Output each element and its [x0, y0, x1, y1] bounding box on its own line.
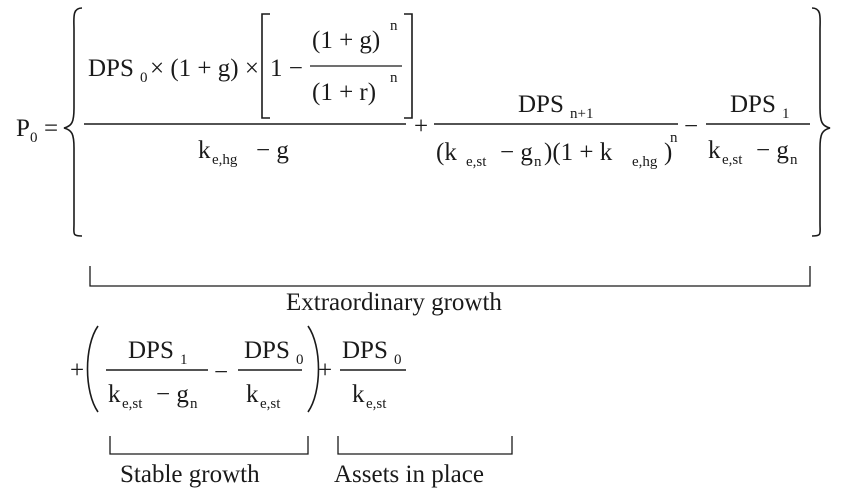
term3-den-k-sub: e,st — [722, 152, 743, 168]
term2-den-exp: n — [670, 130, 678, 146]
label-stable-growth: Stable growth — [120, 461, 260, 488]
stable-num1-sub: 1 — [180, 352, 188, 368]
term3-den-rest: − g — [756, 137, 789, 164]
term2-den-close: )(1 + k — [544, 139, 613, 166]
stable-minus: − — [214, 359, 228, 386]
term2-den-open: (k — [436, 139, 457, 166]
lhs-p: P — [16, 115, 30, 142]
stable-den1-rest: − g — [156, 381, 189, 408]
left-square-bracket — [261, 13, 270, 119]
stable-underbracket — [109, 436, 309, 455]
term3-num-sub: 1 — [782, 106, 790, 122]
right-square-bracket — [404, 13, 413, 119]
term1-den-rest: − g — [256, 137, 289, 164]
stable-den2-sub: e,st — [260, 396, 281, 412]
left-paren — [86, 325, 99, 413]
assets-den-k: k — [352, 381, 365, 408]
stable-den1-k: k — [108, 381, 121, 408]
label-extraordinary-growth: Extraordinary growth — [286, 289, 502, 316]
term1-growth-factor: × (1 + g) × — [150, 55, 259, 82]
term1-dps-sub: 0 — [140, 70, 148, 86]
right-paren — [307, 325, 320, 413]
stable-num2-sub: 0 — [296, 352, 304, 368]
plus-sign-3: + — [318, 357, 332, 384]
lhs-p-sub: 0 — [30, 130, 38, 146]
minus-sign-1: − — [684, 113, 698, 140]
extraordinary-underbracket — [89, 266, 811, 287]
stable-num1: DPS — [128, 337, 174, 364]
inner-den: (1 + r) — [312, 79, 376, 106]
assets-num-sub: 0 — [394, 352, 402, 368]
term3-num: DPS — [730, 91, 776, 118]
stable-den1-g-sub: n — [190, 396, 198, 412]
plus-sign-1: + — [414, 113, 428, 140]
term1-den-k: k — [198, 137, 211, 164]
plus-sign-2: + — [70, 357, 84, 384]
term2-den-sub3: e,hg — [632, 154, 658, 170]
assets-num: DPS — [342, 337, 388, 364]
assets-underbracket — [337, 436, 513, 455]
assets-den-sub: e,st — [366, 396, 387, 412]
term2-num: DPS — [518, 91, 564, 118]
term1-dps: DPS — [88, 55, 134, 82]
term2-num-sub: n+1 — [570, 106, 593, 122]
big-left-brace — [63, 7, 83, 237]
term2-den-sub2: n — [534, 154, 542, 170]
one-minus: 1 − — [270, 55, 303, 82]
equals-sign: = — [44, 115, 58, 142]
term2-den-sub1: e,st — [466, 154, 487, 170]
inner-den-exp: n — [390, 70, 398, 86]
term2-den-end: ) — [664, 139, 672, 166]
stable-num2: DPS — [244, 337, 290, 364]
inner-num-exp: n — [390, 18, 398, 34]
label-assets-in-place: Assets in place — [334, 461, 484, 488]
term3-den-g-sub: n — [790, 152, 798, 168]
term2-den-mid: − g — [500, 139, 533, 166]
term1-den-k-sub: e,hg — [212, 152, 238, 168]
stable-den2-k: k — [246, 381, 259, 408]
term3-den-k: k — [708, 137, 721, 164]
stable-den1-sub: e,st — [122, 396, 143, 412]
big-right-brace — [811, 7, 831, 237]
inner-num: (1 + g) — [312, 27, 380, 54]
